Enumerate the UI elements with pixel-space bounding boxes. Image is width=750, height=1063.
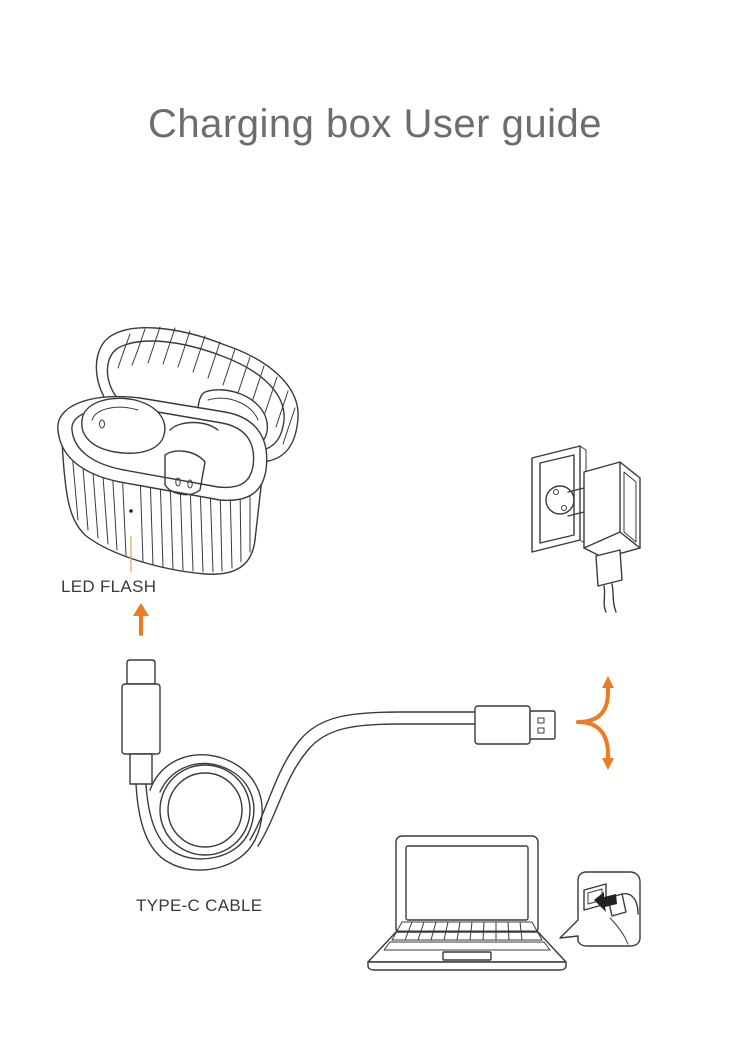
- laptop-icon: [368, 836, 566, 970]
- led-flash-label: LED FLASH: [61, 577, 156, 597]
- usb-port-icon: [560, 872, 640, 946]
- charging-case-icon: [58, 327, 298, 574]
- arrow-up-icon: [133, 603, 149, 634]
- type-c-cable-label: TYPE-C CABLE: [136, 896, 262, 916]
- wall-adapter-icon: [532, 446, 640, 612]
- fork-arrow-icon: [578, 676, 614, 770]
